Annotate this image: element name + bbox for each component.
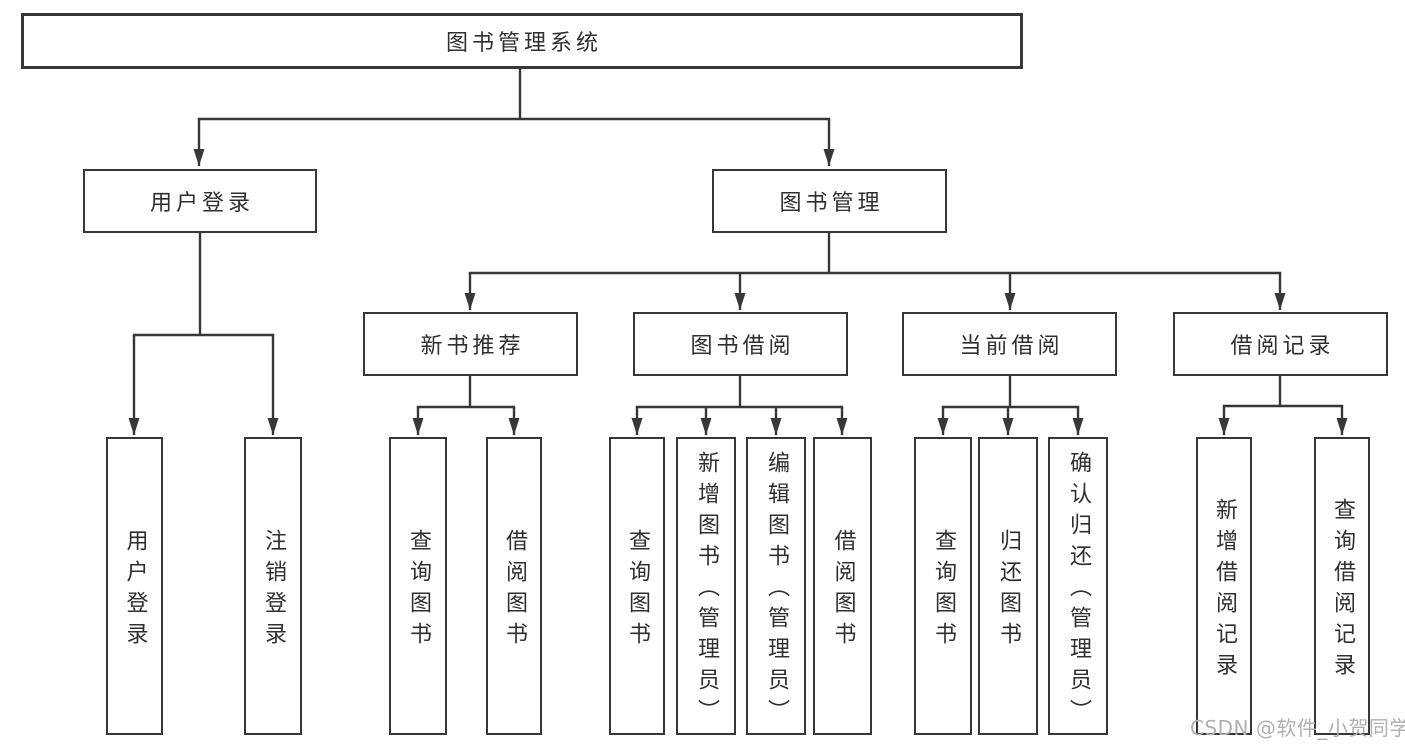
connector-book-borrow: [631, 376, 848, 435]
connector-current-borrow: [937, 376, 1084, 435]
leaf-query-book-borrowing: 查询图书: [609, 437, 665, 735]
node-label: 图书管理: [779, 191, 884, 216]
node-label: 注销登录: [261, 528, 286, 653]
node-label: 借阅图书: [830, 528, 856, 653]
leaf-borrow-book: 借阅图书: [813, 437, 872, 735]
node-label: 新增借阅记录: [1212, 497, 1237, 684]
connector-root: [193, 69, 835, 166]
node-label: 查询借阅记录: [1330, 497, 1355, 684]
leaf-add-borrow-record: 新增借阅记录: [1196, 437, 1252, 735]
connector-new-book-rec: [412, 376, 520, 435]
leaf-confirm-return-admin: 确认归还（管理员）: [1048, 437, 1108, 735]
connector-book-mgmt: [464, 233, 1286, 310]
leaf-borrow-book-recommend: 借阅图书: [486, 437, 542, 735]
node-book-management: 图书管理: [712, 169, 947, 233]
node-book-borrowing: 图书借阅: [633, 312, 848, 376]
leaf-user-login: 用户登录: [106, 437, 163, 735]
leaf-query-book-current: 查询图书: [914, 437, 972, 735]
connector-user-login: [128, 233, 279, 435]
node-label: 图书管理系统: [445, 31, 602, 56]
csdn-watermark: CSDN @软件_小贺同学: [1190, 716, 1405, 740]
node-label: 确认归还（管理员）: [1066, 451, 1091, 730]
node-label: 查询图书: [406, 528, 431, 653]
node-label: 查询图书: [625, 528, 650, 653]
node-label: 借阅记录: [1230, 334, 1335, 359]
node-new-book-recommendation: 新书推荐: [363, 312, 578, 376]
node-library-management-system: 图书管理系统: [21, 13, 1023, 69]
node-label: 用户登录: [149, 191, 254, 216]
node-user-login: 用户登录: [83, 169, 317, 233]
node-label: 图书借阅: [690, 334, 795, 359]
connector-borrow-record: [1218, 376, 1348, 435]
node-label: 新书推荐: [420, 334, 525, 359]
leaf-edit-book-admin: 编辑图书（管理员）: [746, 437, 806, 735]
leaf-logout: 注销登录: [244, 437, 302, 735]
leaf-query-borrow-record: 查询借阅记录: [1314, 437, 1370, 735]
node-label: 借阅图书: [502, 528, 527, 653]
node-label: 当前借阅: [959, 334, 1064, 359]
node-current-borrowing: 当前借阅: [902, 312, 1117, 376]
node-label: 归还图书: [996, 528, 1021, 653]
node-label: 新增图书（管理员）: [694, 451, 719, 730]
node-label: 用户登录: [122, 528, 148, 653]
node-label: 查询图书: [931, 528, 956, 653]
node-label: 编辑图书（管理员）: [764, 451, 789, 730]
leaf-return-book: 归还图书: [978, 437, 1038, 735]
leaf-query-book-recommend: 查询图书: [389, 437, 447, 735]
node-borrowing-records: 借阅记录: [1173, 312, 1388, 376]
leaf-add-book-admin: 新增图书（管理员）: [676, 437, 736, 735]
